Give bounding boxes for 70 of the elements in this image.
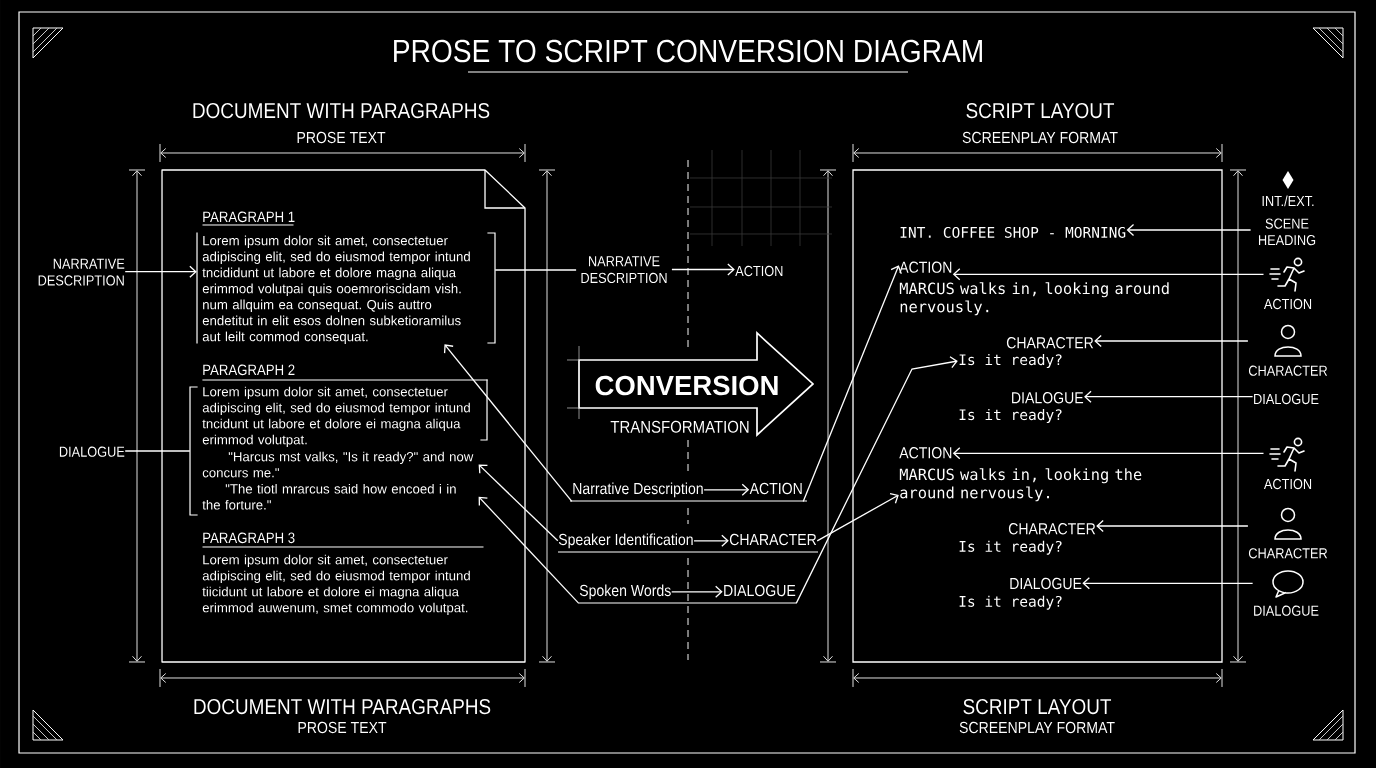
paragraph-heading: PARAGRAPH 2: [203, 364, 295, 376]
arrow: [795, 356, 958, 605]
arrow: [478, 496, 580, 605]
arrow: [952, 447, 1265, 460]
element-label: ACTION: [899, 447, 952, 459]
heading: SCRIPT LAYOUT: [966, 103, 1115, 119]
arrow: [671, 263, 735, 276]
paragraph-heading: PARAGRAPH 3: [203, 532, 295, 544]
element-label: CHARACTER: [1006, 337, 1094, 349]
arrow: [1094, 334, 1249, 348]
annotation-label: DIALOGUE: [59, 446, 125, 457]
arrow-caption: TRANSFORMATION: [610, 420, 749, 433]
element-label: ACTION: [1263, 298, 1312, 310]
caption: SCREENPLAY FORMAT: [959, 721, 1115, 734]
arrow: [1082, 577, 1254, 590]
element-label: CHARACTER: [1008, 523, 1096, 535]
element-label: ACTION: [899, 261, 952, 273]
caption: DOCUMENT WITH PARAGRAPHS: [194, 699, 491, 715]
arrow: [1096, 519, 1249, 533]
arrow: [703, 483, 750, 496]
arrow: [443, 344, 573, 503]
connector-line: [124, 450, 191, 452]
arrow: [816, 492, 899, 542]
heading: DOCUMENT WITH PARAGRAPHS: [193, 103, 490, 119]
scene-heading: INT. COFFEE SHOP - MORNING: [900, 226, 1126, 238]
element-label: SCENE HEADING: [1259, 218, 1316, 246]
mapping-label: Narrative Description: [573, 482, 703, 498]
dialogue-text: Is it ready?: [959, 353, 1062, 368]
quoted-dialogue: "The tiotl mrarcus said how encoed i in the forture.": [202, 483, 456, 510]
element-label: INT./EXT.: [1262, 195, 1314, 207]
mapping-label: DIALOGUE: [724, 584, 796, 597]
subheading: PROSE TEXT: [297, 131, 386, 144]
arrow: [1084, 390, 1254, 403]
arrow: [952, 268, 1265, 281]
arrow-label: CONVERSION: [595, 375, 778, 396]
paragraph-text: Lorem ipsum dolor sit amet, consectetuer adipiscing elit, sed do eiusmod tempor intund tiicidunt ut labore et dolore ei magna aliqua erimmod auwenum, smet commodo volutpat.: [202, 554, 470, 615]
element-label: DIALOGUE: [1012, 392, 1084, 404]
arrow: [478, 464, 559, 542]
title: PROSE TO SCRIPT CONVERSION DIAGRAM: [394, 39, 982, 63]
mapping-label: ACTION: [749, 482, 802, 495]
dialogue-text: Is it ready?: [959, 595, 1062, 610]
connector-line: [494, 269, 577, 271]
element-label: DIALOGUE: [1254, 605, 1319, 616]
paragraph-text: Lorem ipsum dolor sit amet, consectetuer adipiscing elit, sed do eiusmod tempor intund tncidunt ut labore et dolore ei magna aliqua erimmod volutpat.: [202, 386, 470, 447]
paragraph-heading: PARAGRAPH 1: [203, 211, 295, 223]
annotation-label: NARRATIVE DESCRIPTION: [581, 256, 667, 284]
dialogue-text: Is it ready?: [959, 408, 1062, 423]
element-label: CHARACTER: [1248, 365, 1328, 376]
element-label: ACTION: [1263, 478, 1312, 490]
annotation-label: ACTION: [735, 265, 783, 277]
element-label: DIALOGUE: [1010, 577, 1082, 590]
subheading: SCREENPLAY FORMAT: [962, 131, 1118, 144]
quoted-dialogue: "Harcus mst valks, "Is it ready?" and now concurs me.": [202, 451, 474, 478]
paragraph-text: Lorem ipsum dolor sit amet, consectetuer adipiscing elit, sed do eiusmod tempor intund tncididunt ut labore et dolore magna aliqua erimmod volutpai quis ooemroriscidam vish. num allquim ea consequat. Quis auttro endetitut in elit esos dolnen subketioramilus aut leilt commod consequat.: [202, 235, 470, 344]
mapping-label: CHARACTER: [729, 533, 817, 546]
action-text: MARCUS walks in, looking around nervously.: [899, 282, 1169, 316]
dialogue-text: Is it ready?: [959, 540, 1062, 555]
arrow: [671, 585, 723, 598]
arrow: [802, 265, 902, 503]
element-label: CHARACTER: [1248, 548, 1328, 559]
annotation-label: NARRATIVE DESCRIPTION: [38, 258, 125, 286]
arrow: [1126, 223, 1252, 237]
action-text: MARCUS walks in, looking the around nervously.: [899, 468, 1142, 502]
arrow: [124, 265, 197, 278]
mapping-label: Spoken Words: [579, 584, 671, 600]
caption: SCRIPT LAYOUT: [963, 699, 1112, 715]
caption: PROSE TEXT: [298, 721, 387, 734]
element-label: DIALOGUE: [1254, 393, 1319, 405]
mapping-label: Speaker Identification: [558, 533, 693, 549]
arrow: [693, 534, 729, 547]
